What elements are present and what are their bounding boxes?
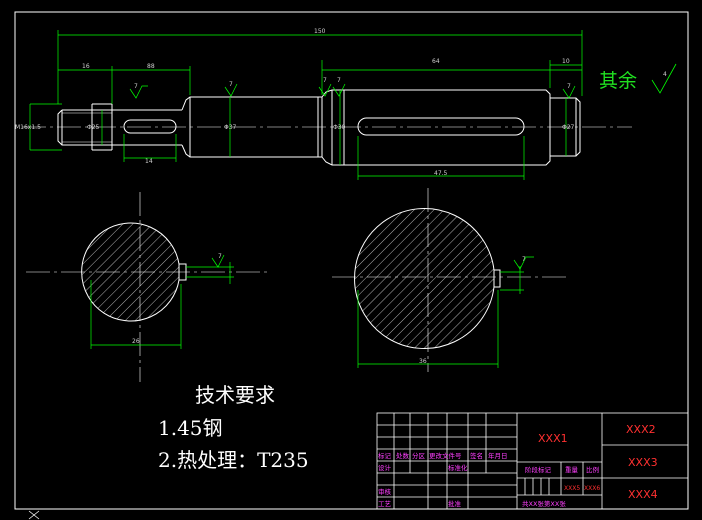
- section-view-a: 7 26: [26, 192, 268, 382]
- dim-keyway-small: 14: [145, 158, 153, 165]
- section-b-hatched: [354, 208, 495, 349]
- shaft-main-view: 7 7 7 7 7 150 16 88 64 10 14 47.5 M16x1.…: [15, 28, 677, 180]
- label-approve: 批准: [448, 499, 462, 508]
- label-stage-mark: 阶段标记: [525, 465, 552, 474]
- label-change-doc: 更改文件号: [429, 451, 462, 460]
- crosshair-cursor-icon: [28, 510, 40, 520]
- dim-section-a-width: 26: [132, 338, 140, 345]
- label-signature: 签名: [470, 451, 483, 460]
- drawing-border: [14, 11, 689, 510]
- keyway-section-2: [321, 89, 551, 166]
- section-a-hatched: [81, 222, 180, 322]
- roughness-remaining-symbol: [651, 63, 677, 94]
- dim-diameter-2: Φ37: [224, 124, 237, 131]
- label-design: 设计: [378, 463, 392, 472]
- label-standardize: 标准化: [448, 463, 468, 472]
- label-process: 工艺: [378, 500, 392, 508]
- title-block-drawing-no: XXX3: [628, 456, 658, 469]
- label-ratio: XXX5: [564, 485, 580, 492]
- dim-diameter-4: Φ27: [562, 124, 575, 131]
- roughness-remaining-label: 其余: [599, 70, 637, 92]
- shoulder-section: [181, 96, 323, 158]
- label-sheet-text: 共XX张第XX张: [522, 499, 566, 508]
- dim-section-b-width: 36: [419, 358, 427, 365]
- label-zone: 分区: [412, 451, 426, 460]
- title-block-name: XXX1: [538, 432, 568, 445]
- section-b-roughness: 7: [522, 256, 526, 263]
- dim-diameter-3: Φ30: [333, 124, 346, 131]
- label-weight: 重量: [565, 466, 579, 474]
- roughness-marks: [129, 83, 576, 99]
- dim-right-end: 10: [562, 58, 570, 65]
- dim-second-section: 88: [147, 63, 155, 70]
- dimension-lines: [29, 30, 583, 180]
- dim-overall-length: 150: [314, 28, 326, 35]
- label-mark: 标记: [378, 451, 392, 460]
- dim-thread: M16x1.5: [15, 124, 41, 131]
- keyway-section-1: [112, 109, 182, 146]
- label-check: 审核: [378, 487, 392, 496]
- dim-left-section: 16: [82, 63, 90, 70]
- notes-title: 技术要求: [195, 383, 275, 407]
- roughness-value-3: 7: [323, 77, 327, 84]
- dim-right-span: 64: [432, 58, 440, 65]
- title-block-company: XXX2: [626, 423, 656, 436]
- title-block-code: XXX4: [628, 488, 658, 501]
- roughness-remaining-value: 4: [663, 71, 667, 78]
- roughness-value-1: 7: [134, 83, 138, 90]
- label-scale: 比例: [586, 465, 599, 474]
- section-a-roughness: 7: [218, 253, 222, 260]
- notes-item-1: 1.45钢: [158, 416, 223, 440]
- dim-keyway-large: 47.5: [434, 170, 448, 177]
- title-block: [376, 412, 689, 510]
- notes-item-2: 2.热处理：T235: [158, 448, 309, 472]
- label-date: 年月日: [488, 451, 508, 460]
- label-count: 处数: [396, 451, 410, 460]
- section-view-b: 7 36: [332, 188, 566, 372]
- roughness-value-5: 7: [567, 83, 571, 90]
- label-sheets-count: XXX6: [584, 485, 600, 492]
- roughness-value-2: 7: [229, 81, 233, 88]
- roughness-value-4: 7: [337, 77, 341, 84]
- right-end-section: [550, 97, 581, 157]
- dim-diameter-1: Φ25: [87, 124, 100, 131]
